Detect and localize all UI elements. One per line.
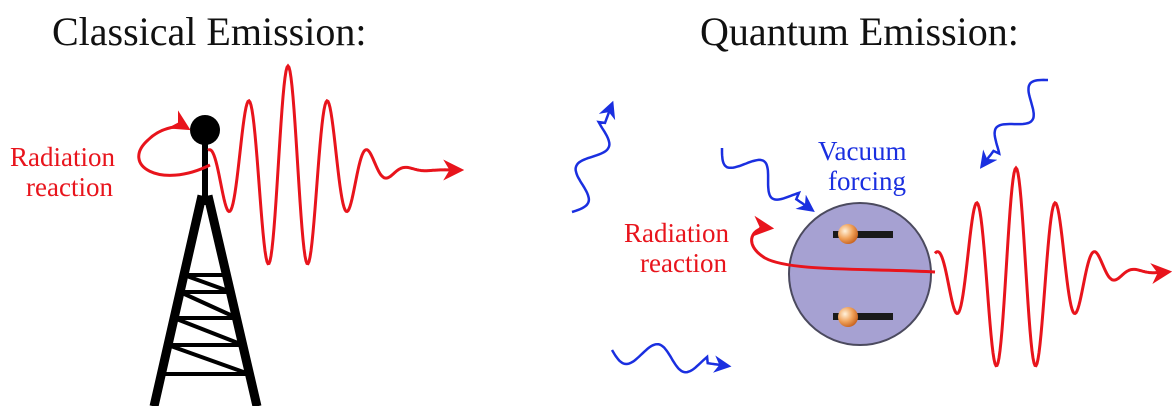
radiation-reaction-label: Radiation — [10, 142, 115, 172]
emitted-wave-packet — [933, 165, 1173, 368]
electron-icon — [838, 224, 858, 244]
quantum-panel: Quantum Emission: Vacuum forcing Radiati… — [571, 9, 1173, 374]
radiation-reaction-loop — [137, 110, 211, 177]
radiation-reaction-label-line2: reaction — [26, 172, 113, 202]
radiation-reaction-loop — [750, 215, 936, 274]
photon-icon — [979, 78, 1048, 169]
vacuum-forcing-label-line2: forcing — [828, 166, 906, 196]
radiation-reaction-label-line2: reaction — [640, 248, 727, 278]
emitted-wave-packet — [207, 63, 465, 266]
photon-icon — [720, 148, 815, 213]
photon-icon — [610, 342, 732, 374]
classical-panel: Classical Emission: Radiati — [10, 9, 465, 406]
radio-tower-icon — [149, 115, 262, 406]
radiation-reaction-label: Radiation — [624, 218, 729, 248]
vacuum-forcing-label: Vacuum — [818, 136, 906, 166]
quantum-heading: Quantum Emission: — [700, 9, 1019, 54]
photon-icon — [571, 100, 616, 214]
classical-heading: Classical Emission: — [52, 9, 366, 54]
atom-icon — [788, 202, 932, 346]
electron-icon — [838, 307, 858, 327]
